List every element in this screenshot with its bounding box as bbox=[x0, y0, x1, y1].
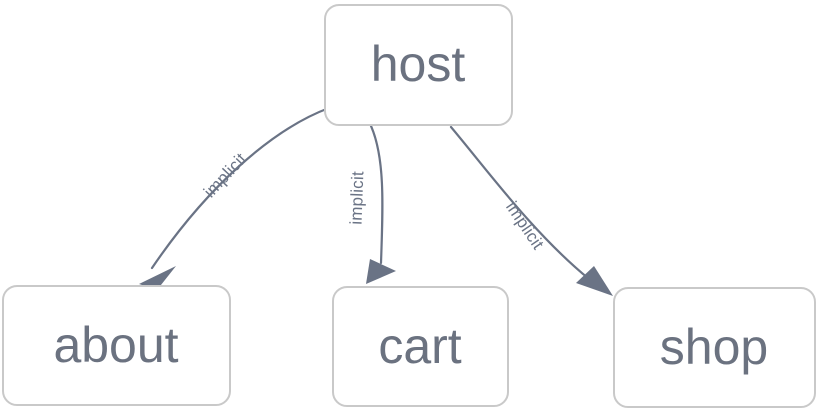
edge-host-cart-label: implicit bbox=[347, 171, 368, 225]
node-host-shape bbox=[324, 4, 513, 126]
node-cart-label: cart bbox=[378, 318, 461, 374]
edge-host-about-label: implicit bbox=[200, 149, 250, 201]
node-shop-label: shop bbox=[660, 319, 768, 375]
edge-host-cart-path bbox=[369, 124, 384, 265]
node-about-label: about bbox=[53, 317, 178, 373]
edge-host-about[interactable]: implicit bbox=[139, 106, 331, 290]
edge-host-about-arrowhead bbox=[139, 266, 176, 290]
edge-host-cart-arrowhead bbox=[366, 259, 396, 284]
node-host[interactable]: host bbox=[324, 4, 513, 126]
edge-host-shop[interactable]: implicit bbox=[449, 125, 613, 296]
edge-host-shop-label: implicit bbox=[502, 198, 548, 253]
edge-host-shop-path bbox=[449, 125, 591, 281]
node-about[interactable]: about bbox=[2, 285, 231, 406]
edges-layer: implicit implicit implicit bbox=[139, 106, 613, 296]
edge-host-cart[interactable]: implicit bbox=[347, 124, 396, 284]
node-about-shape bbox=[2, 285, 231, 406]
node-host-label: host bbox=[371, 36, 466, 92]
node-cart[interactable]: cart bbox=[332, 286, 509, 407]
edge-host-shop-arrowhead bbox=[576, 266, 613, 296]
edge-host-about-path bbox=[150, 106, 331, 270]
node-shop-shape bbox=[613, 287, 816, 408]
nodes-layer: host about cart shop bbox=[2, 4, 816, 408]
node-cart-shape bbox=[332, 286, 509, 407]
node-shop[interactable]: shop bbox=[613, 287, 816, 408]
